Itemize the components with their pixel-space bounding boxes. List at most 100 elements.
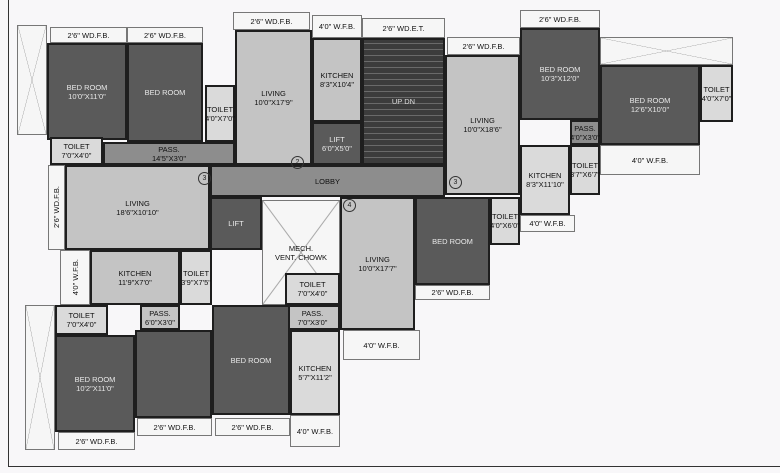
- room-label: 2'6" WD.F.B.: [538, 14, 582, 24]
- room-label: LIVING: [470, 116, 495, 125]
- room-label: LIVING: [261, 88, 286, 98]
- room-dims: 11'9"X7'0": [118, 277, 152, 287]
- room-label: UP DN: [391, 97, 416, 106]
- room-label: LIFT: [329, 134, 345, 144]
- room-dims: 7'0"X3'0": [297, 317, 328, 327]
- room-label: TOILET: [63, 142, 90, 151]
- wdfb-4: 2'6" WD.F.B.: [447, 37, 520, 55]
- room-label: TOILET: [206, 104, 234, 114]
- room-label: TOILET: [68, 311, 95, 320]
- room-dims: 7'0"X4'0": [66, 320, 97, 329]
- pass-3: PASS.7'0"X3'0": [285, 305, 340, 330]
- bedroom-5: BED ROOM: [415, 197, 490, 285]
- room-label: PASS.: [574, 123, 596, 133]
- balcony-right-top: [600, 37, 733, 65]
- room-dims: 3'9"X7'5": [181, 277, 211, 287]
- bedroom-8: BED ROOM: [212, 305, 290, 415]
- room-label: 2'6" WD.F.B.: [143, 30, 187, 40]
- room-label: KITCHEN: [320, 71, 354, 80]
- wdfb-8: 2'6" WD.F.B.: [137, 418, 212, 436]
- room-dims: 10'0"X17'9": [254, 97, 293, 107]
- wfb-2: 4'0" W.F.B.: [600, 145, 700, 175]
- room-dims: 4'0"X3'0": [570, 132, 600, 142]
- room-dims: 14'5"X3'0": [151, 153, 187, 163]
- pass-2: PASS.4'0"X3'0": [570, 120, 600, 145]
- wdfb-7: 2'6" WD.F.B.: [58, 432, 135, 450]
- room-dims: 12'6"X10'0": [630, 105, 670, 114]
- room-dims: 7'0"X4'0": [297, 289, 328, 298]
- flat-number-badge: 2: [291, 156, 304, 169]
- room-label: LIVING: [125, 198, 150, 208]
- room-label: 2'6" WD.F.B.: [231, 422, 274, 432]
- wfb-4: 4'0" W.F.B.: [343, 330, 420, 360]
- room-label: 4'0" W.F.B.: [529, 219, 566, 228]
- room-label: KITCHEN: [118, 268, 152, 278]
- room-label: 4'0" W.F.B.: [70, 259, 80, 296]
- room-label: BED ROOM: [629, 96, 671, 105]
- room-dims: 10'3"X12'0": [540, 74, 580, 83]
- wfb-5: 4'0" W.F.B.: [290, 415, 340, 447]
- room-label: KITCHEN: [528, 171, 562, 180]
- balcony-left-top: [17, 25, 47, 135]
- balcony-left-bottom: [25, 305, 55, 450]
- room-dims: 10'2"X11'0": [76, 383, 114, 393]
- room-label: TOILET: [491, 212, 519, 221]
- room-label: PASS.: [301, 308, 324, 318]
- room-label: BED ROOM: [230, 355, 272, 365]
- room-label: BED ROOM: [539, 65, 581, 74]
- room-label: 2'6" WD.F.B.: [250, 16, 293, 26]
- room-label: BED ROOM: [432, 236, 473, 246]
- wfb-1: 4'0" W.F.B.: [312, 15, 362, 38]
- room-label: 2'6" WD.E.T.: [382, 23, 425, 33]
- room-label: TOILET: [299, 280, 326, 289]
- room-dims: 6'0"X5'0": [322, 143, 352, 153]
- room-label: 4'0" W.F.B.: [363, 340, 400, 350]
- room-dims: 10'0"X11'0": [68, 91, 106, 101]
- staircase: UP DN: [362, 38, 445, 165]
- room-dims: 4'0"X7'0": [701, 93, 732, 103]
- room-label: 4'0" W.F.B.: [296, 426, 334, 436]
- room-dims: 6'0"X3'0": [145, 317, 175, 327]
- wdfb-1: 2'6" WD.F.B.: [50, 27, 127, 43]
- wdfb-6: 2'6" WD.F.B.: [415, 285, 490, 300]
- room-dims: 5'7"X11'2": [298, 372, 332, 382]
- flat-number-badge: 3: [198, 172, 211, 185]
- wdfb-3: 2'6" WD.F.B.: [233, 12, 310, 30]
- flat-number-badge: 4: [343, 199, 356, 212]
- wdfb-9: 2'6" WD.F.B.: [215, 418, 290, 436]
- room-dims: 18'6"X10'10": [116, 207, 159, 217]
- room-label: LIFT: [228, 219, 244, 228]
- room-label: 4'0" W.F.B.: [631, 155, 669, 165]
- wfb-vertical: 4'0" W.F.B.: [60, 250, 90, 305]
- wfb-3: 4'0" W.F.B.: [520, 215, 575, 232]
- room-dims: 10'0"X17'7": [358, 263, 397, 273]
- room-label: LIVING: [365, 254, 390, 264]
- room-label: 2'6" WD.F.B.: [462, 41, 505, 51]
- room-dims: 3'7"X6'7": [570, 170, 600, 179]
- room-dims: 4'0"X7'0": [205, 113, 235, 123]
- bedroom-7: [135, 330, 212, 418]
- room-label: KITCHEN: [298, 363, 332, 373]
- room-label: TOILET: [571, 161, 599, 170]
- room-label: 2'6" WD.F.B.: [67, 30, 110, 40]
- room-dims: 7'0"X4'0": [61, 151, 92, 160]
- room-label: 4'0" W.F.B.: [318, 22, 356, 31]
- room-dims: 8'3"X10'4": [319, 80, 355, 89]
- lift-2: LIFT: [210, 197, 262, 250]
- wdfb-vertical: 2'6" WD.F.B.: [48, 165, 65, 250]
